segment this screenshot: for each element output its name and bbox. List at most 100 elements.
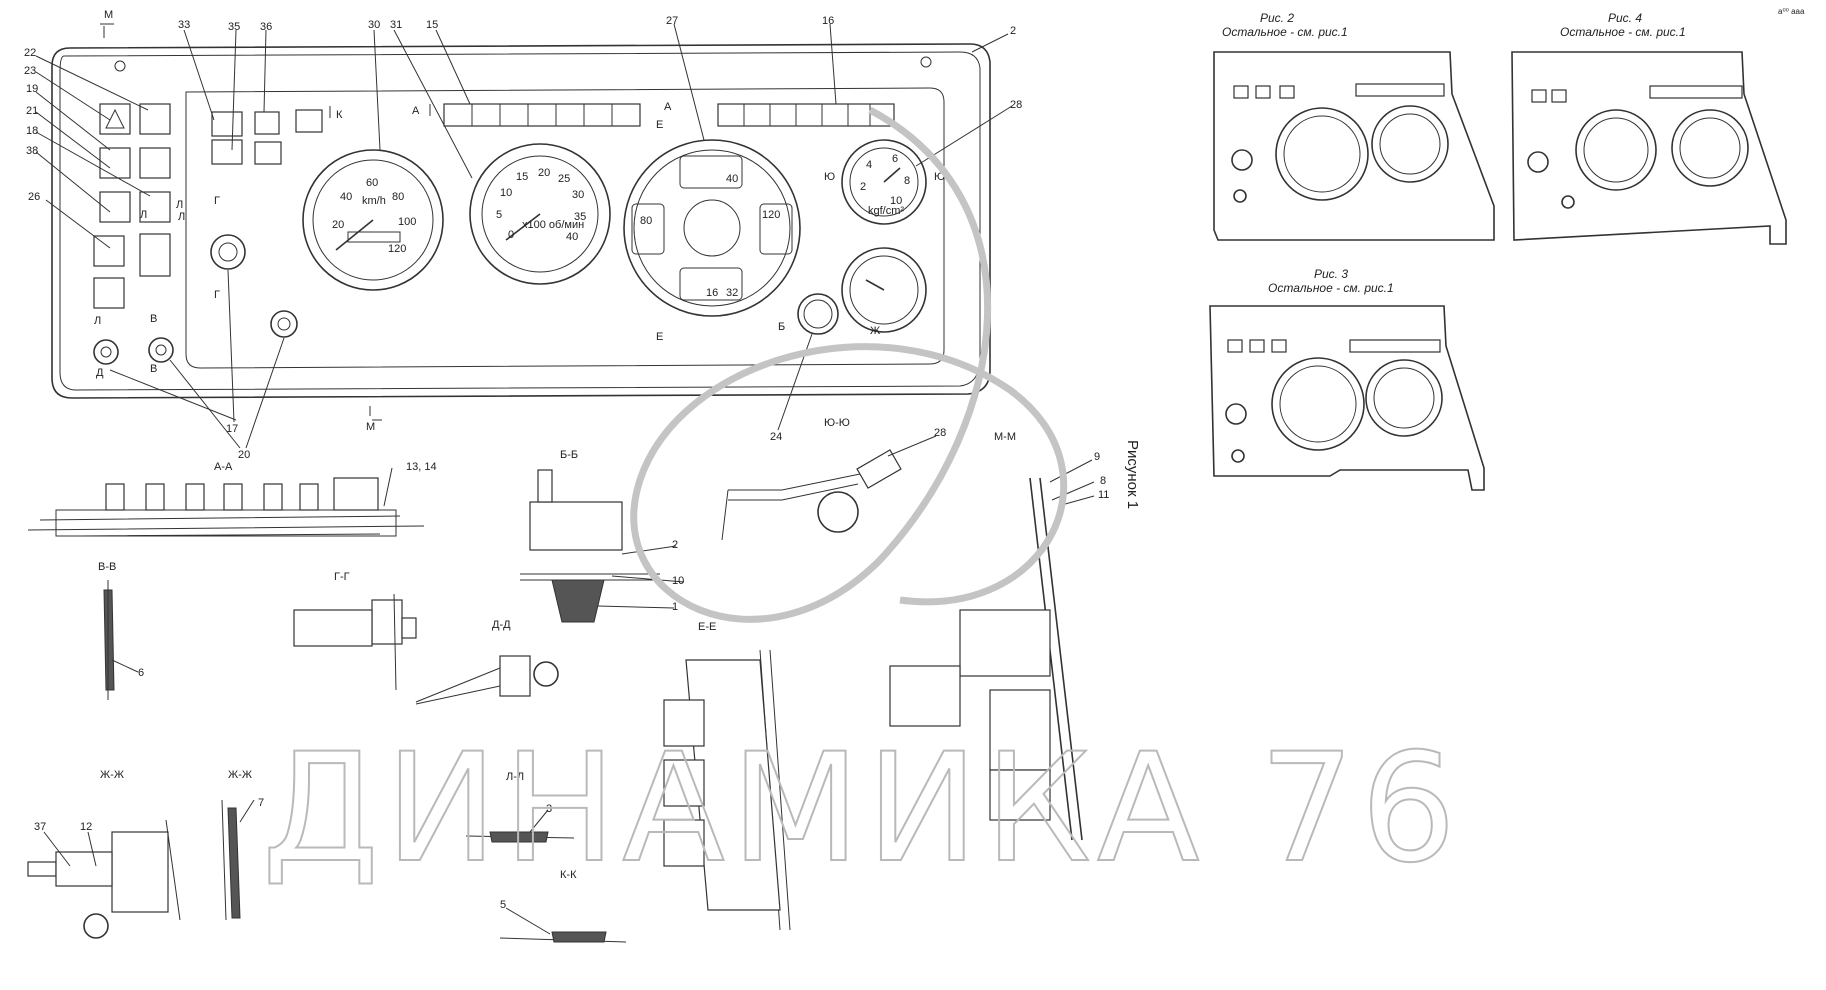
mark-e1: Е xyxy=(656,119,663,131)
callout-10: 10 xyxy=(672,575,684,587)
tach-tick-5: 5 xyxy=(496,209,502,221)
label-yuyu: Ю-Ю xyxy=(824,417,850,429)
fig2-title: Рис. 2 xyxy=(1260,11,1294,25)
speed-tick-60: 60 xyxy=(366,177,378,189)
tach-tick-40: 40 xyxy=(566,231,578,243)
fig3-note: Остальное - см. рис.1 xyxy=(1268,281,1394,295)
section-bb: Б-Б 2 10 1 xyxy=(520,449,684,623)
callout-20: 20 xyxy=(238,449,250,461)
callout-15: 15 xyxy=(426,19,438,31)
sub-figure-2: Рис. 2 Остальное - см. рис.1 xyxy=(1213,11,1495,241)
speedometer: km/h 20 40 60 80 100 120 xyxy=(302,149,444,291)
section-vv: В-В 6 xyxy=(98,561,144,700)
indicator-strip-16 xyxy=(717,103,895,127)
callout-27: 27 xyxy=(666,15,678,27)
tach-tick-15: 15 xyxy=(516,171,528,183)
tach-tick-30: 30 xyxy=(572,189,584,201)
callout-8: 8 xyxy=(1100,475,1106,487)
work-light-switch xyxy=(99,191,131,223)
indicator-strip-15 xyxy=(443,103,641,127)
mark-g2: Г xyxy=(214,289,220,301)
tach-tick-10: 10 xyxy=(500,187,512,199)
speed-tick-100: 100 xyxy=(398,216,416,228)
callout-9: 9 xyxy=(1094,451,1100,463)
corner-note: а⁰⁰ ааа xyxy=(1778,7,1805,16)
section-zhzh-2: Ж-Ж 7 xyxy=(221,769,264,921)
label-mm: М-М xyxy=(994,431,1016,443)
label-aa: А-А xyxy=(214,461,233,473)
rear-fog-switch xyxy=(99,147,131,179)
warning-switch xyxy=(99,103,131,135)
callout-30: 30 xyxy=(368,19,380,31)
callout-23: 23 xyxy=(24,65,36,77)
watermark-text: ДИНАМИКА 76 xyxy=(262,722,1462,896)
callout-6: 6 xyxy=(138,667,144,679)
callout-11: 11 xyxy=(1098,489,1109,501)
callout-21: 21 xyxy=(26,105,38,117)
callout-33: 33 xyxy=(178,19,190,31)
callout-24: 24 xyxy=(770,431,782,443)
pressure-tick-6: 6 xyxy=(892,153,898,165)
label-vv: В-В xyxy=(98,561,116,573)
tach-tick-20: 20 xyxy=(538,167,550,179)
pressure-tick-2: 2 xyxy=(860,181,866,193)
fig3-title: Рис. 3 xyxy=(1314,267,1348,281)
label-zhzh-2: Ж-Ж xyxy=(228,769,252,781)
callout-38: 38 xyxy=(26,145,38,157)
combo-tick-4: 16 xyxy=(706,287,718,299)
section-mm: М-М 9 8 11 Рисунок 1 xyxy=(889,431,1141,841)
view-marks: М М К А А Л Л Л В Д В Г Г Е Е Ю Ю Б Ж Л xyxy=(94,9,945,433)
section-yuyu: Ю-Ю 28 xyxy=(721,417,946,541)
mark-k: К xyxy=(336,109,343,121)
pressure-tick-8: 8 xyxy=(904,175,910,187)
speedometer-unit: km/h xyxy=(362,195,386,207)
callout-35: 35 xyxy=(228,21,240,33)
pressure-tick-10: 10 xyxy=(890,195,902,207)
section-dd: Д-Д xyxy=(415,619,559,705)
callout-26: 26 xyxy=(28,191,40,203)
label-kk: К-К xyxy=(560,869,577,881)
speed-tick-20: 20 xyxy=(332,219,344,231)
mark-b2: В xyxy=(150,363,157,375)
callout-36: 36 xyxy=(260,21,272,33)
mark-l4: Л xyxy=(178,211,185,223)
mark-l1: Л xyxy=(176,199,183,211)
mark-b1: В xyxy=(150,313,157,325)
callout-19: 19 xyxy=(26,83,38,95)
section-kk-detail: 5 xyxy=(499,899,627,943)
lamp-switch xyxy=(139,233,171,277)
mark-m-top: М xyxy=(104,9,113,21)
label-dd: Д-Д xyxy=(492,619,511,631)
section-zhzh-1: Ж-Ж 37 12 xyxy=(27,769,181,939)
mark-e2: Е xyxy=(656,331,663,343)
combo-tick-3: 120 xyxy=(762,209,780,221)
section-gg: Г-Г xyxy=(293,571,417,691)
pressure-tick-4: 4 xyxy=(866,159,872,171)
callout-13-14: 13, 14 xyxy=(406,461,437,473)
callout-7: 7 xyxy=(258,797,264,809)
label-ll: Л-Л xyxy=(506,771,524,783)
callout-1: 1 xyxy=(672,601,678,613)
mark-zh: Ж xyxy=(870,325,880,337)
fig4-title: Рис. 4 xyxy=(1608,11,1642,25)
instrument-panel: km/h 20 40 60 80 100 120 x100 об/мин 0 5… xyxy=(51,43,991,399)
mark-b-mark: Б xyxy=(778,321,785,333)
spare-switch xyxy=(93,277,125,309)
lowbeam-switch xyxy=(139,191,171,223)
callout-31: 31 xyxy=(390,19,402,31)
section-aa: А-А 13, 14 xyxy=(27,461,437,537)
callout-2b: 2 xyxy=(672,539,678,551)
mark-m-bottom: М xyxy=(366,421,375,433)
callout-17: 17 xyxy=(226,423,238,435)
section-ll: Л-Л 3 К-К xyxy=(465,771,577,881)
watermark: ДИНАМИКА 76 xyxy=(261,106,1462,897)
mark-d1: Д xyxy=(96,367,104,379)
tach-tick-0: 0 xyxy=(508,229,514,241)
pressure-gauge: kgf/cm² 2 4 6 8 10 xyxy=(841,139,927,225)
tachometer: x100 об/мин 0 5 10 15 20 25 30 35 40 xyxy=(469,143,611,285)
callout-18: 18 xyxy=(26,125,38,137)
tach-tick-25: 25 xyxy=(558,173,570,185)
mark-yu1: Ю xyxy=(824,171,835,183)
sub-figure-4: Рис. 4 Остальное - см. рис.1 xyxy=(1511,11,1787,245)
